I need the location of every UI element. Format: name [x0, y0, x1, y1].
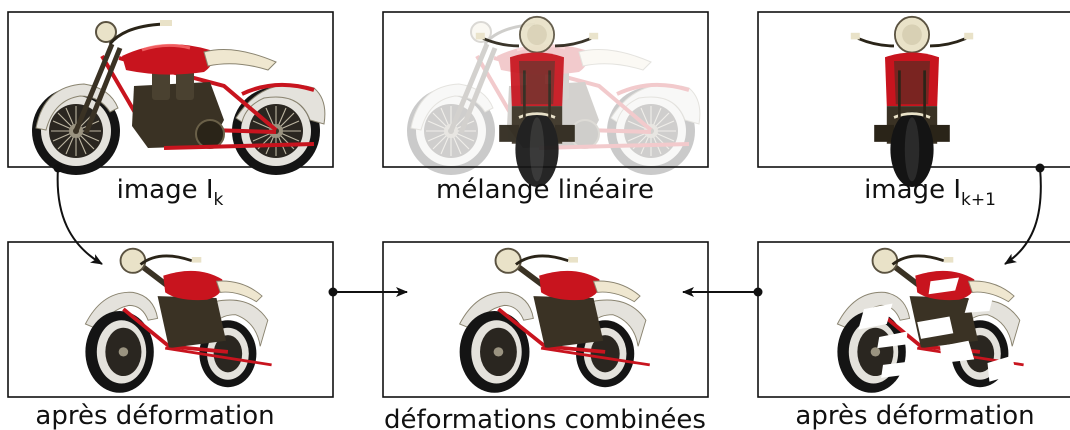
- panel-image-k1: image Ik+1: [757, 11, 1070, 210]
- panel-warped-k1-caption: après déformation: [795, 401, 1034, 430]
- panel-warped-k: après déformation: [7, 241, 334, 430]
- panel-linear-blend-caption: mélange linéaire: [436, 175, 654, 205]
- arrow-image-k1-to-warped: [1004, 163, 1045, 265]
- panel-image-k-caption: image Ik: [117, 175, 224, 210]
- panel-warped-k-caption: après déformation: [35, 401, 274, 430]
- panel-image-k1-caption: image Ik+1: [864, 175, 996, 210]
- panel-image-k: image Ik: [7, 11, 334, 210]
- panel-warped-k1-frame: [757, 241, 1070, 398]
- warped-front-motorcycle-image: [837, 249, 1023, 393]
- arrow-image-k-to-warped: [53, 163, 103, 265]
- panel-warped-k1: après déformation: [757, 241, 1070, 430]
- arrow-warped-k1-to-combined: [682, 287, 763, 297]
- panel-combined: déformations combinées: [382, 241, 709, 430]
- panel-linear-blend: mélange linéaire: [382, 11, 709, 205]
- arrow-warped-k-to-combined: [328, 287, 408, 297]
- panel-combined-caption: déformations combinées: [384, 405, 706, 430]
